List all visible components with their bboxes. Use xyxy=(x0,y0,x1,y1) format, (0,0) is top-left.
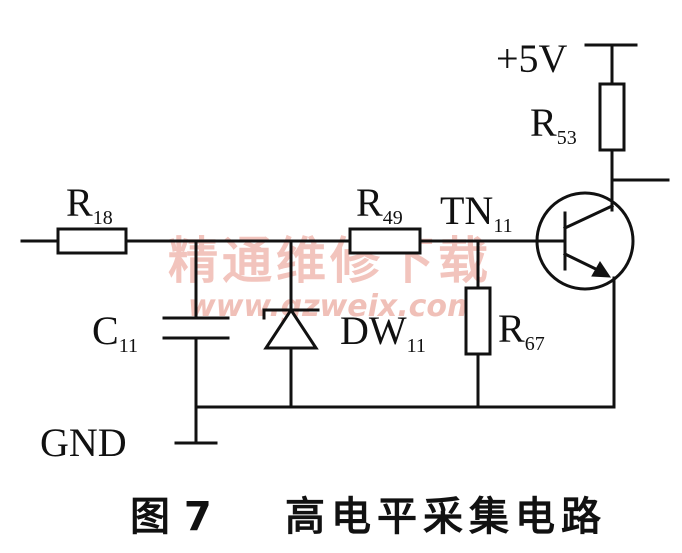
zener-diode-dw11 xyxy=(262,307,320,350)
label-dw11: DW11 xyxy=(340,308,426,357)
label-r53: R53 xyxy=(530,100,577,149)
transistor-tn11 xyxy=(535,191,635,291)
resistor-r67 xyxy=(464,286,492,356)
capacitor-c11 xyxy=(162,316,230,340)
watermark-url: www.gzweix.com xyxy=(188,289,478,324)
label-vcc: +5V xyxy=(496,36,568,81)
label-r49: R49 xyxy=(356,180,403,229)
label-gnd: GND xyxy=(40,420,127,465)
label-r18: R18 xyxy=(66,180,113,229)
resistor-r53 xyxy=(598,82,626,152)
resistor-r49 xyxy=(348,227,422,255)
caption-figure-number: 图 7 xyxy=(130,494,212,540)
caption-title: 高电平采集电路 xyxy=(285,494,607,540)
label-tn11: TN11 xyxy=(440,188,513,237)
label-c11: C11 xyxy=(92,308,138,357)
label-r67: R67 xyxy=(498,306,545,355)
resistor-r18 xyxy=(56,227,128,255)
